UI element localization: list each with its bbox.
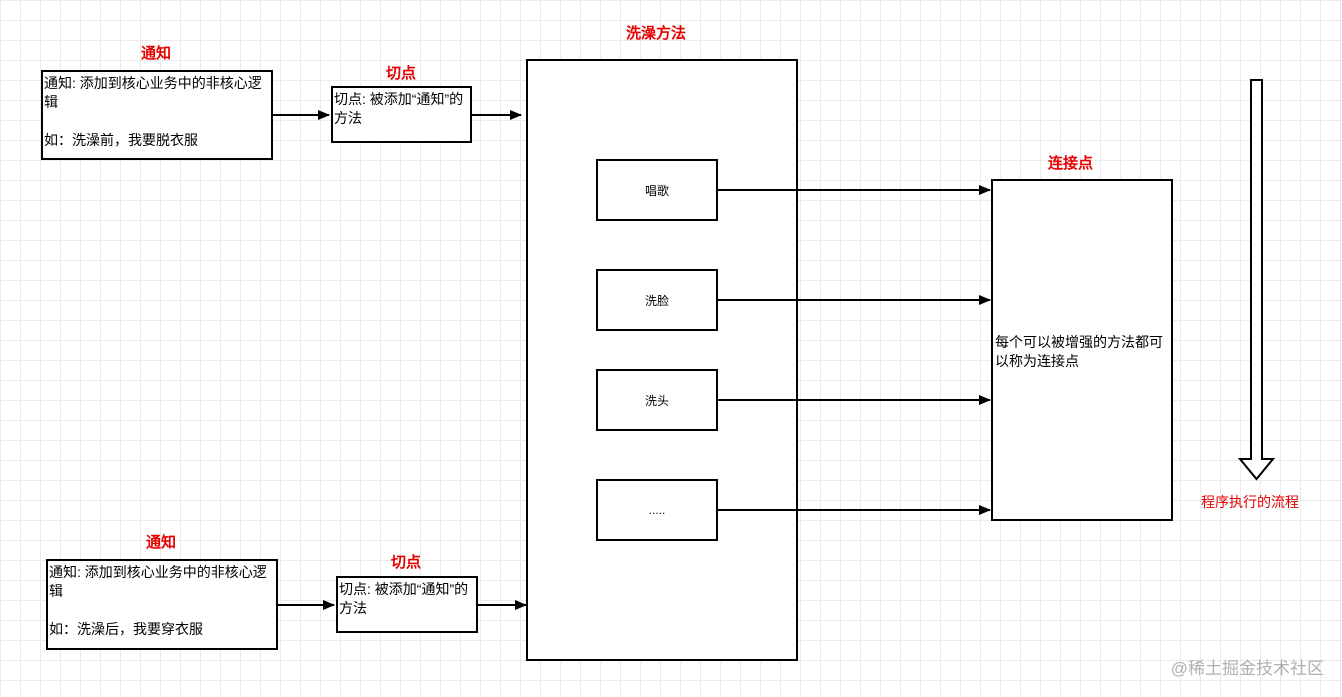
pointcut-top-box: 切点: 被添加“通知”的方法 [331, 86, 472, 143]
advice-top-label: 通知 [141, 45, 172, 62]
method-item-wash-hair: 洗头 [596, 369, 718, 431]
advice-bottom-box: 通知: 添加到核心业务中的非核心逻辑 如：洗澡后，我要穿衣服 [46, 559, 278, 650]
watermark: @稀土掘金技术社区 [1170, 659, 1324, 678]
advice-bottom-label: 通知 [146, 534, 177, 551]
main-method-label: 洗澡方法 [626, 25, 687, 42]
pointcut-bottom-box: 切点: 被添加“通知”的方法 [336, 576, 478, 633]
flow-label: 程序执行的流程 [1201, 494, 1299, 510]
advice-top-box: 通知: 添加到核心业务中的非核心逻辑 如：洗澡前，我要脱衣服 [41, 70, 273, 160]
main-method-box [526, 59, 798, 661]
method-item-wash-face: 洗脸 [596, 269, 718, 331]
pointcut-top-label: 切点 [386, 65, 417, 82]
method-item-sing: 唱歌 [596, 159, 718, 221]
joinpoint-box: 每个可以被增强的方法都可以称为连接点 [991, 179, 1173, 521]
pointcut-bottom-label: 切点 [391, 554, 422, 571]
method-item-more: ..... [596, 479, 718, 541]
joinpoint-text: 每个可以被增强的方法都可以称为连接点 [995, 334, 1163, 369]
joinpoint-label: 连接点 [1048, 155, 1094, 172]
flow-arrow [1237, 79, 1276, 481]
